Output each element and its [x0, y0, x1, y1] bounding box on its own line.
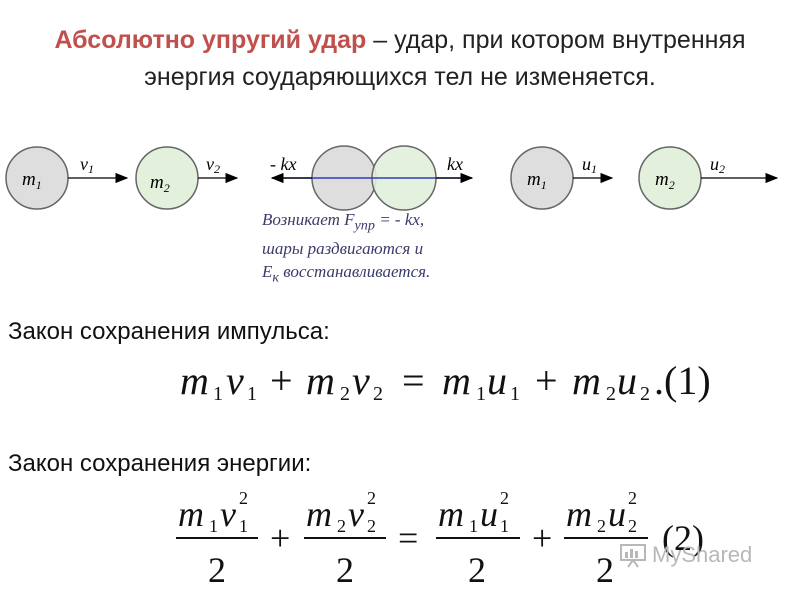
svg-text:m: m	[306, 358, 335, 403]
svg-text:2: 2	[597, 516, 606, 536]
svg-text:u: u	[608, 494, 626, 534]
before-ball-1: m1	[5, 146, 69, 210]
svg-text:2: 2	[500, 488, 509, 508]
svg-text:+: +	[535, 358, 558, 403]
svg-text:m: m	[306, 494, 332, 534]
svg-text:2: 2	[367, 488, 376, 508]
svg-text:v: v	[348, 494, 364, 534]
energy-equation-number: (2)	[662, 518, 704, 558]
definition-body: – удар, при котором внутренняя энергия с…	[144, 26, 746, 91]
svg-text:v: v	[226, 358, 244, 403]
svg-text:m: m	[572, 358, 601, 403]
svg-text:1: 1	[209, 516, 218, 536]
svg-text:v: v	[352, 358, 370, 403]
after-velocity-1-label: u1	[582, 154, 597, 176]
collision-force-right-label: kx	[447, 154, 463, 174]
svg-text:2: 2	[640, 383, 650, 405]
energy-denominator-1: 2	[208, 550, 226, 590]
svg-text:2: 2	[606, 383, 616, 405]
svg-text:2: 2	[628, 488, 637, 508]
after-ball-2-label: m2	[655, 169, 675, 192]
after-ball-1-label: m1	[527, 169, 547, 192]
svg-text:1: 1	[213, 383, 223, 405]
svg-text:2: 2	[367, 516, 376, 536]
before-ball-1-label: m1	[22, 169, 42, 192]
before-ball-2-label: m2	[150, 172, 170, 195]
watermark-text: MyShared	[652, 542, 753, 567]
collision-diagram: m1 v1 m2 v2 - kx kx m1	[0, 130, 800, 290]
collision-diagram-svg: m1 v1 m2 v2 - kx kx m1	[5, 145, 779, 211]
svg-text:+: +	[532, 518, 552, 558]
svg-text:1: 1	[469, 516, 478, 536]
svg-text:u: u	[617, 358, 637, 403]
energy-denominator-3: 2	[468, 550, 486, 590]
svg-text:u: u	[487, 358, 507, 403]
svg-text:m: m	[178, 494, 204, 534]
momentum-law-label: Закон сохранения импульса:	[8, 318, 330, 345]
svg-text:2: 2	[340, 383, 350, 405]
svg-text:2: 2	[239, 488, 248, 508]
svg-text:=: =	[402, 358, 425, 403]
svg-text:1: 1	[510, 383, 520, 405]
svg-text:+: +	[270, 518, 290, 558]
definition-text: Абсолютно упругий удар – удар, при котор…	[20, 22, 780, 96]
svg-text:1: 1	[239, 516, 248, 536]
watermark: MyShared	[612, 540, 772, 570]
collision-note-line-2: шары раздвигаются и	[262, 239, 424, 259]
svg-text:v: v	[220, 494, 236, 534]
svg-text:=: =	[398, 518, 418, 558]
definition-term: Абсолютно упругий удар	[54, 26, 367, 54]
energy-denominator-2: 2	[336, 550, 354, 590]
before-ball-2: m2	[135, 146, 199, 210]
svg-text:m: m	[566, 494, 592, 534]
svg-text:+: +	[270, 358, 293, 403]
svg-text:2: 2	[628, 516, 637, 536]
presentation-board-icon	[620, 544, 646, 568]
svg-text:1: 1	[500, 516, 509, 536]
svg-text:2: 2	[337, 516, 346, 536]
svg-text:m: m	[442, 358, 471, 403]
energy-denominator-4: 2	[596, 550, 614, 590]
svg-text:u: u	[480, 494, 498, 534]
before-velocity-2-label: v2	[206, 154, 220, 176]
after-velocity-2-label: u2	[710, 154, 725, 176]
collision-force-left-label: - kx	[270, 154, 296, 174]
momentum-equation-number: .(1)	[654, 358, 711, 403]
after-ball-1: m1	[510, 146, 574, 210]
svg-text:m: m	[180, 358, 209, 403]
before-velocity-1-label: v1	[80, 154, 94, 176]
svg-text:1: 1	[247, 383, 257, 405]
before-ball-2-circle	[135, 146, 199, 210]
collision-note-line-1: Возникает Fупр = - kx,	[262, 210, 425, 234]
svg-text:2: 2	[373, 383, 383, 405]
svg-text:1: 1	[476, 383, 486, 405]
collision-note: Возникает Fупр = - kx, шары раздвигаются…	[262, 208, 492, 290]
after-ball-2: m2	[638, 146, 702, 210]
collision-note-line-3: Eк восстанавливается.	[262, 262, 431, 286]
svg-text:m: m	[438, 494, 464, 534]
energy-law-label: Закон сохранения энергии:	[8, 450, 312, 477]
